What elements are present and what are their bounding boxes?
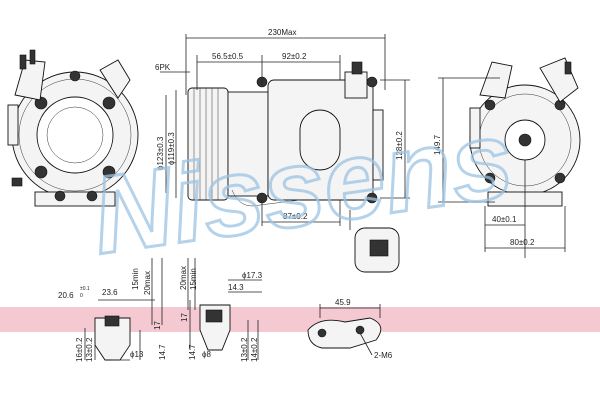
dim-overall-height: 149.7	[433, 134, 442, 155]
dim-fit1-b1: 16±0.2	[75, 337, 84, 362]
fitting-detail-1	[84, 258, 163, 361]
compressor-side-view	[160, 34, 410, 273]
dim-bracket-w: 45.9	[335, 298, 351, 307]
fitting-detail-2	[187, 258, 262, 360]
dim-fit1-h2: 20max	[143, 271, 152, 295]
mounting-bracket	[307, 304, 382, 356]
dim-pulley-d2: ϕ119±0.3	[167, 132, 176, 165]
dim-left-a: 56.5±0.5	[212, 52, 244, 61]
compressor-front-view-right	[438, 57, 581, 258]
dim-mount-total: 80±0.2	[510, 238, 535, 247]
dim-right-b: 92±0.2	[282, 52, 307, 61]
dim-fit2-b2: 13±0.2	[240, 337, 249, 362]
dim-mount-width: 40±0.1	[492, 215, 517, 224]
dim-bracket-holes: 2-M6	[374, 351, 393, 360]
dim-pulley-d1: ϕ123±0.3	[156, 136, 165, 170]
dim-fit2-b1: 14.7	[188, 344, 197, 360]
dim-fit1-h1: 15min	[131, 268, 140, 290]
dim-fit2-h2: 15min	[189, 268, 198, 290]
dim-belt: 6PK	[155, 63, 171, 72]
dim-fit2-bd: ϕ8	[202, 350, 211, 359]
dim-fit2-d: ϕ17.3	[242, 271, 263, 280]
dim-fit2-b3: 14±0.2	[250, 337, 259, 362]
dim-fit2-h1: 20max	[179, 266, 188, 290]
dim-fit1-b2: 13±0.2	[85, 337, 94, 362]
dim-fit1-width: 23.6	[102, 288, 118, 297]
dim-fit1-bh: 14.7	[158, 344, 167, 360]
dim-fit1-top-tol2: 0	[80, 293, 83, 299]
dim-bottom-width: 87±0.2	[283, 212, 308, 221]
dim-fit2-side: 17	[180, 313, 189, 322]
dim-fit1-bd: ϕ13	[130, 350, 144, 359]
dim-fit1-side: 17	[153, 321, 162, 330]
dim-height-right: 128±0.2	[395, 131, 404, 160]
dim-overall-length: 230Max	[268, 28, 296, 37]
dim-fit1-top-tol: ±0.1	[80, 286, 90, 292]
compressor-front-view-left	[7, 49, 139, 207]
pink-band	[0, 307, 600, 332]
dim-fit2-w: 14.3	[228, 283, 244, 292]
dim-fit1-top: 20.6	[58, 291, 74, 300]
